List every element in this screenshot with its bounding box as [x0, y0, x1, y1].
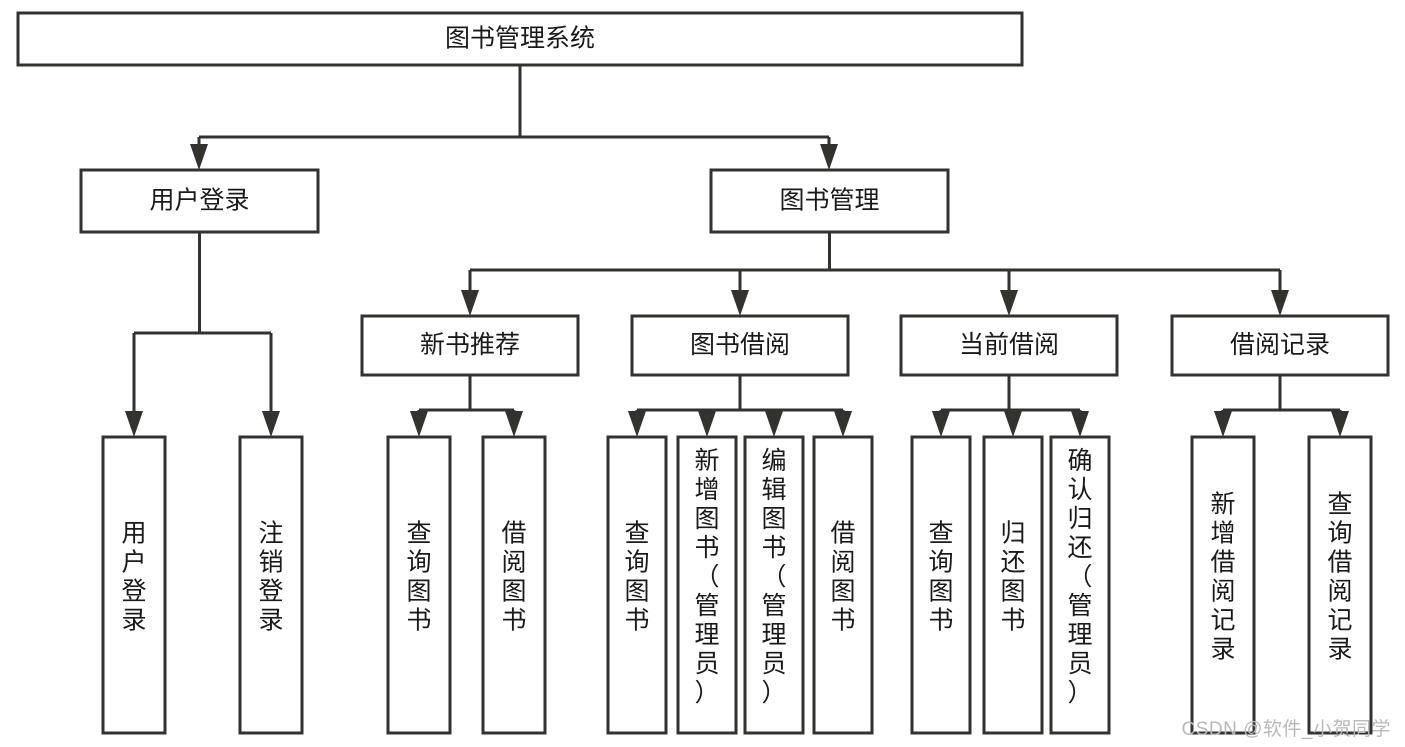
- node-book-borrow[interactable]: 图书借阅: [630, 314, 850, 377]
- node-label-leaf-query-book-recommend: 查询图书: [406, 520, 431, 635]
- node-label-book-borrow: 图书借阅: [690, 331, 790, 359]
- arrow-head-icon: [1271, 290, 1289, 316]
- node-box-leaf-logout-login[interactable]: [238, 435, 304, 735]
- node-label-root: 图书管理系统: [445, 25, 595, 53]
- arrow-head-icon: [820, 144, 838, 170]
- node-label-leaf-return-book: 归还图书: [1000, 520, 1025, 635]
- node-label-borrow-record: 借阅记录: [1230, 331, 1330, 359]
- arrow-head-icon: [262, 411, 280, 437]
- arrow-head-icon: [461, 290, 479, 316]
- node-new-book-recommend[interactable]: 新书推荐: [360, 314, 580, 377]
- node-leaf-query-book-borrow[interactable]: 查询图书: [606, 435, 668, 735]
- node-root[interactable]: 图书管理系统: [16, 11, 1024, 67]
- node-box-leaf-edit-book-admin[interactable]: [743, 435, 805, 735]
- node-leaf-borrow-book-recommend[interactable]: 借阅图书: [481, 435, 547, 735]
- node-box-leaf-return-book[interactable]: [982, 435, 1044, 735]
- arrow-head-icon: [1000, 290, 1018, 316]
- node-label-leaf-query-borrow-record: 查询借阅记录: [1327, 491, 1352, 664]
- node-box-borrow-record[interactable]: [1170, 314, 1390, 377]
- node-box-current-borrow[interactable]: [899, 314, 1119, 377]
- node-leaf-confirm-return-admin[interactable]: 确认归还（管理员）: [1049, 435, 1111, 735]
- node-leaf-borrow-book[interactable]: 借阅图书: [812, 435, 874, 735]
- node-box-leaf-query-book-borrow[interactable]: [606, 435, 668, 735]
- node-box-leaf-user-login[interactable]: [101, 435, 167, 735]
- node-box-leaf-query-borrow-record[interactable]: [1307, 435, 1373, 735]
- node-box-user-login[interactable]: [79, 168, 320, 234]
- node-label-leaf-user-login: 用户登录: [121, 520, 146, 635]
- arrow-head-icon: [834, 411, 852, 437]
- node-box-book-borrow[interactable]: [630, 314, 850, 377]
- arrow-head-icon: [1004, 411, 1022, 437]
- node-box-leaf-add-book-admin[interactable]: [676, 435, 738, 735]
- node-user-login[interactable]: 用户登录: [79, 168, 320, 234]
- node-box-leaf-query-book-recommend[interactable]: [386, 435, 452, 735]
- arrow-head-icon: [410, 411, 428, 437]
- arrow-head-icon: [765, 411, 783, 437]
- node-label-leaf-edit-book-admin: 编辑图书（管理员）: [761, 447, 786, 707]
- node-label-leaf-confirm-return-admin: 确认归还（管理员）: [1067, 447, 1092, 707]
- node-label-leaf-borrow-book-recommend: 借阅图书: [501, 520, 526, 635]
- node-box-leaf-confirm-return-admin[interactable]: [1049, 435, 1111, 735]
- node-box-new-book-recommend[interactable]: [360, 314, 580, 377]
- node-leaf-return-book[interactable]: 归还图书: [982, 435, 1044, 735]
- node-box-leaf-borrow-book-recommend[interactable]: [481, 435, 547, 735]
- node-borrow-record[interactable]: 借阅记录: [1170, 314, 1390, 377]
- node-box-book-management[interactable]: [709, 168, 950, 234]
- arrow-head-icon: [505, 411, 523, 437]
- arrow-head-icon: [1071, 411, 1089, 437]
- node-leaf-query-book-current[interactable]: 查询图书: [910, 435, 972, 735]
- arrow-head-icon: [932, 411, 950, 437]
- node-leaf-edit-book-admin[interactable]: 编辑图书（管理员）: [743, 435, 805, 735]
- arrow-head-icon: [698, 411, 716, 437]
- node-label-leaf-query-book-current: 查询图书: [928, 520, 953, 635]
- boxes-layer: 图书管理系统用户登录图书管理新书推荐图书借阅当前借阅借阅记录用户登录注销登录查询…: [16, 11, 1390, 735]
- node-label-leaf-borrow-book: 借阅图书: [830, 520, 855, 635]
- arrow-head-icon: [190, 144, 208, 170]
- arrow-head-icon: [1214, 411, 1232, 437]
- connectors-layer: [125, 65, 1349, 437]
- node-current-borrow[interactable]: 当前借阅: [899, 314, 1119, 377]
- node-box-leaf-add-borrow-record[interactable]: [1190, 435, 1256, 735]
- node-leaf-query-book-recommend[interactable]: 查询图书: [386, 435, 452, 735]
- node-leaf-user-login[interactable]: 用户登录: [101, 435, 167, 735]
- node-label-new-book-recommend: 新书推荐: [420, 331, 520, 359]
- node-leaf-add-borrow-record[interactable]: 新增借阅记录: [1190, 435, 1256, 735]
- node-label-book-management: 图书管理: [779, 187, 879, 215]
- node-label-leaf-query-book-borrow: 查询图书: [624, 520, 649, 635]
- node-box-root[interactable]: [16, 11, 1024, 67]
- node-leaf-query-borrow-record[interactable]: 查询借阅记录: [1307, 435, 1373, 735]
- node-label-user-login: 用户登录: [149, 187, 249, 215]
- arrow-head-icon: [1331, 411, 1349, 437]
- node-label-leaf-logout-login: 注销登录: [258, 520, 283, 635]
- arrow-head-icon: [628, 411, 646, 437]
- arrow-head-icon: [731, 290, 749, 316]
- node-box-leaf-borrow-book[interactable]: [812, 435, 874, 735]
- node-leaf-add-book-admin[interactable]: 新增图书（管理员）: [676, 435, 738, 735]
- node-leaf-logout-login[interactable]: 注销登录: [238, 435, 304, 735]
- node-label-leaf-add-book-admin: 新增图书（管理员）: [694, 447, 719, 707]
- arrow-head-icon: [125, 411, 143, 437]
- node-label-current-borrow: 当前借阅: [959, 331, 1059, 359]
- node-book-management[interactable]: 图书管理: [709, 168, 950, 234]
- node-box-leaf-query-book-current[interactable]: [910, 435, 972, 735]
- node-label-leaf-add-borrow-record: 新增借阅记录: [1210, 491, 1235, 664]
